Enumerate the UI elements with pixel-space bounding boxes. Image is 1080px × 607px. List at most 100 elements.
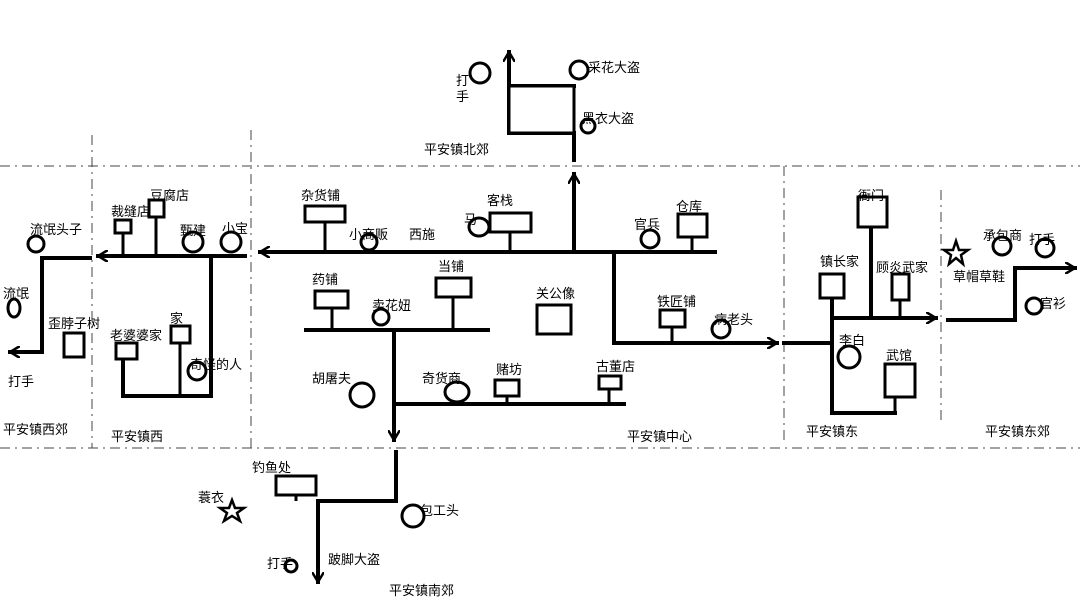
ma-marker [467, 216, 491, 238]
yaopu-label: 药铺 [312, 273, 339, 288]
yamen-label: 衙门 [858, 189, 885, 204]
qihuoshang-marker [443, 380, 471, 404]
wuguan-label: 武馆 [886, 349, 913, 364]
gu-wujia-building [890, 272, 911, 302]
road-east [612, 250, 779, 343]
dufang-label: 赌坊 [496, 363, 523, 378]
xiaoshangfan-marker [359, 232, 379, 252]
paojiao-dadao-label: 跛脚大盗 [328, 553, 381, 568]
zhenzhangjia-building [818, 272, 846, 300]
suoyi-star-icon [216, 496, 248, 525]
yaopu-building [313, 289, 350, 310]
huzhifu-marker [348, 381, 376, 409]
diaoyuchu-label: 钓鱼处 [252, 461, 292, 476]
zone-west-suburb-label: 平安镇西郊 [3, 423, 69, 438]
bing-laotou-marker [710, 318, 732, 340]
dashou-west-label: 打手 [8, 375, 35, 390]
guangongxiang-building [535, 303, 573, 336]
road-east-suburb [946, 268, 1077, 322]
doufudian-building [147, 198, 166, 219]
dashou-north-marker [468, 61, 492, 85]
zone-west-label: 平安镇西 [111, 430, 164, 445]
zone-north-label: 平安镇北郊 [424, 143, 490, 158]
cangku-label: 仓库 [676, 200, 703, 215]
chengbaoshang-marker [991, 235, 1013, 257]
laopopo-building [114, 341, 139, 361]
dashou-south-marker [283, 558, 299, 574]
dashou-east-label: 打手 [1029, 233, 1056, 248]
zone-east-suburb-label: 平安镇东郊 [985, 425, 1051, 440]
jia-building [169, 324, 192, 345]
kezhan-building [488, 211, 533, 234]
yamen-building [856, 195, 889, 229]
dufang-building [493, 378, 521, 398]
caomao-caoxie-label: 草帽草鞋 [953, 270, 1006, 285]
laopopo-label: 老婆婆家 [110, 329, 163, 344]
caihua-dadao-marker [568, 59, 590, 81]
tiejiangpu-building [658, 308, 687, 329]
liumang-touzi-marker [26, 234, 46, 254]
caifengdian-label: 裁缝店 [111, 205, 151, 220]
caifengdian-building [113, 218, 133, 235]
diaoyuchu-building [274, 474, 318, 497]
guanbing-label: 官兵 [634, 218, 661, 233]
liumang-label: 流氓 [3, 287, 30, 302]
dangpu-label: 当铺 [438, 260, 465, 275]
road-west-suburb [10, 256, 92, 352]
tiejiangpu-label: 铁匠铺 [657, 295, 697, 310]
zone-center-label: 平安镇中心 [627, 430, 693, 445]
waibozishu-label: 歪脖子树 [48, 317, 101, 332]
cangku-building [676, 212, 709, 239]
heiyi-dadao-marker [579, 117, 597, 135]
libai-marker [836, 344, 862, 370]
gudongdian-label: 古董店 [596, 360, 636, 375]
zhenjian-label: 甄建 [180, 224, 207, 239]
liumang-marker [6, 297, 22, 319]
maihuaniu-marker [371, 307, 391, 327]
road-south-suburb [318, 450, 398, 584]
zhenzhangjia-label: 镇长家 [820, 255, 860, 270]
qiguai-label: 奇怪的人 [190, 358, 243, 373]
guanshan-marker [1024, 296, 1044, 316]
huzhifu-label: 胡屠夫 [312, 372, 352, 387]
dangpu-building [434, 276, 473, 299]
qihuoshang-label: 奇货商 [422, 372, 462, 387]
doufudian-label: 豆腐店 [150, 189, 190, 204]
zahuopu-label: 杂货铺 [301, 189, 341, 204]
suoyi-label: 蓑衣 [198, 491, 225, 506]
north-compound [507, 84, 576, 135]
zone-south-label: 平安镇南郊 [389, 584, 455, 599]
jia-label: 家 [170, 312, 184, 327]
qiguai-marker [186, 360, 208, 382]
bing-laotou-label: 病老头 [714, 313, 754, 328]
liumang-touzi-label: 流氓头子 [30, 223, 83, 238]
dashou-north-label: 打手 [456, 74, 470, 105]
chengbaoshang-label: 承包商 [983, 229, 1023, 244]
waibozishu-building [62, 331, 86, 359]
libai-label: 李白 [839, 334, 866, 349]
gudongdian-building [597, 374, 623, 391]
wuguan-building [883, 362, 917, 399]
zahuopu-building [303, 204, 347, 224]
dashou-east-marker [1034, 237, 1056, 259]
guanbing-marker [639, 228, 661, 250]
dashou-south-label: 打手 [267, 557, 294, 572]
caihua-dadao-label: 采花大盗 [588, 61, 641, 76]
baogongtou-label: 包工头 [420, 504, 460, 519]
caomao-star-icon [940, 237, 972, 268]
kezhan-label: 客栈 [487, 194, 514, 209]
zhenjian-marker [181, 230, 205, 254]
zone-east-label: 平安镇东 [806, 425, 859, 440]
ma-label: 马 [464, 213, 478, 228]
guangongxiang-label: 关公像 [536, 287, 576, 302]
guanshan-label: 官衫 [1040, 297, 1067, 312]
xiaoshangfan-label: 小商贩 [349, 228, 389, 243]
maihuaniu-label: 卖花妞 [372, 299, 412, 314]
heiyi-dadao-label: 黑衣大盗 [582, 112, 635, 127]
xishi-label: 西施 [409, 228, 436, 243]
xiaobao-marker [219, 230, 243, 254]
gu-wujia-label: 顾炎武家 [876, 261, 929, 276]
xiaobao-label: 小宝 [222, 222, 249, 237]
